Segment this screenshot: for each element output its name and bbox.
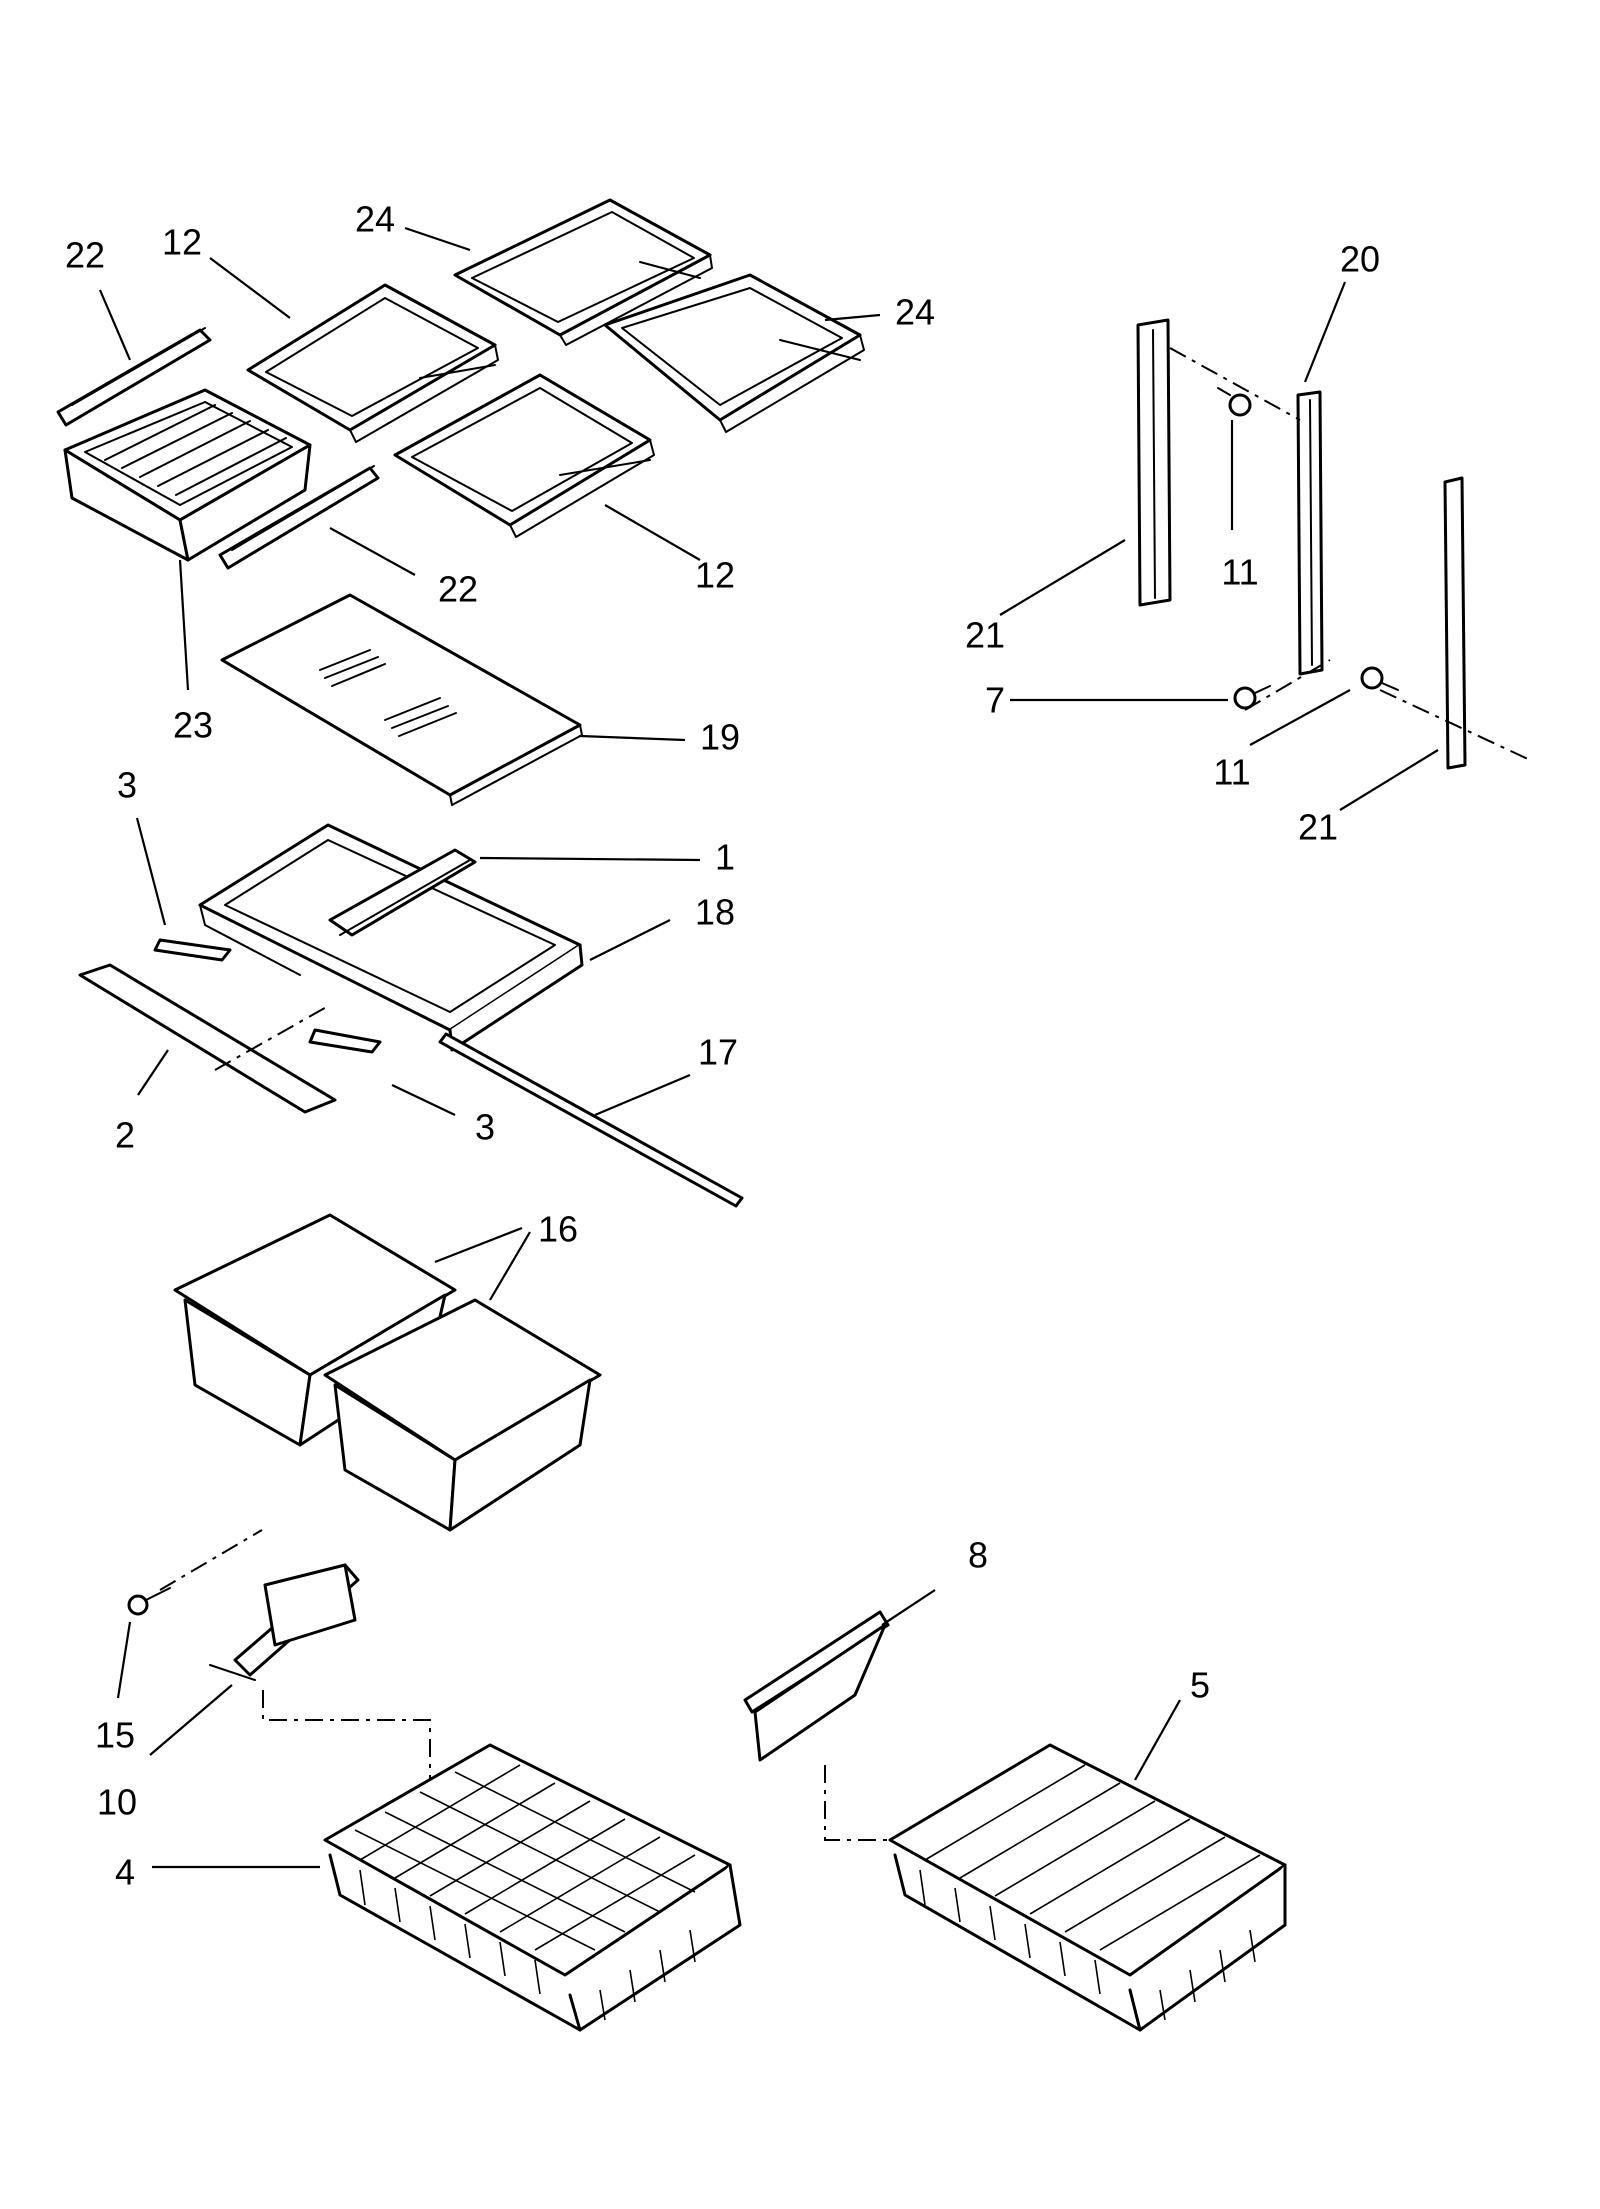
rail-21-right (1443, 476, 1467, 770)
callout-21-right: 21 (1298, 807, 1338, 848)
cover-2 (78, 963, 337, 1114)
clip-3-left (153, 938, 232, 962)
callout-3-bottom: 3 (475, 1107, 495, 1148)
shelf-24-right (603, 273, 865, 433)
callout-21-left: 21 (965, 615, 1005, 656)
callout-24-top: 24 (355, 199, 395, 240)
divider-8 (743, 1610, 890, 1762)
crisper-pan-16-right (323, 1298, 602, 1532)
wire-basket-4 (323, 1743, 742, 2032)
callout-24-right: 24 (895, 292, 935, 333)
shelf-12-right (393, 373, 655, 538)
rail-21-left (1136, 318, 1172, 607)
callout-11-top: 11 (1221, 552, 1258, 593)
callout-8: 8 (968, 1535, 988, 1576)
callout-12-bottom: 12 (695, 555, 735, 596)
callout-18: 18 (695, 892, 735, 933)
callout-7: 7 (985, 680, 1005, 721)
callout-16: 16 (538, 1209, 578, 1250)
callout-4: 4 (115, 1852, 135, 1893)
rail-22-bottom (218, 465, 380, 570)
callout-22-top: 22 (65, 235, 105, 276)
glass-shelf-19 (220, 593, 583, 806)
callout-12-top: 12 (162, 222, 202, 263)
crisper-drawer-23 (63, 388, 312, 562)
slide-1 (328, 848, 477, 937)
rod-17 (438, 1032, 744, 1208)
screw-15 (127, 1587, 171, 1616)
leader-lines (98, 226, 1439, 1869)
callout-22-bottom: 22 (438, 569, 478, 610)
callout-10: 10 (97, 1782, 137, 1823)
rail-20 (1296, 390, 1324, 676)
rail-22-top (56, 327, 212, 427)
callout-5: 5 (1190, 1665, 1210, 1706)
callout-11-bottom: 11 (1213, 752, 1250, 793)
callout-2: 2 (115, 1115, 135, 1156)
divider-10 (209, 1563, 360, 1681)
callout-23: 23 (173, 705, 213, 746)
callout-3-top: 3 (117, 765, 137, 806)
callout-19: 19 (700, 717, 740, 758)
callout-15: 15 (95, 1715, 135, 1756)
wire-basket-5 (888, 1743, 1287, 2032)
shelf-12-left (246, 283, 499, 443)
clip-3-right (308, 1028, 382, 1054)
screw-11-bottom (1360, 666, 1399, 691)
screw-11-top (1217, 387, 1252, 417)
callout-17: 17 (698, 1032, 738, 1073)
shelf-24-top (453, 198, 713, 346)
callouts: 24 24 12 12 22 22 23 19 20 11 11 21 21 7… (65, 199, 1380, 1893)
callout-20: 20 (1340, 239, 1380, 280)
callout-1: 1 (715, 837, 735, 878)
screw-7 (1233, 685, 1271, 710)
